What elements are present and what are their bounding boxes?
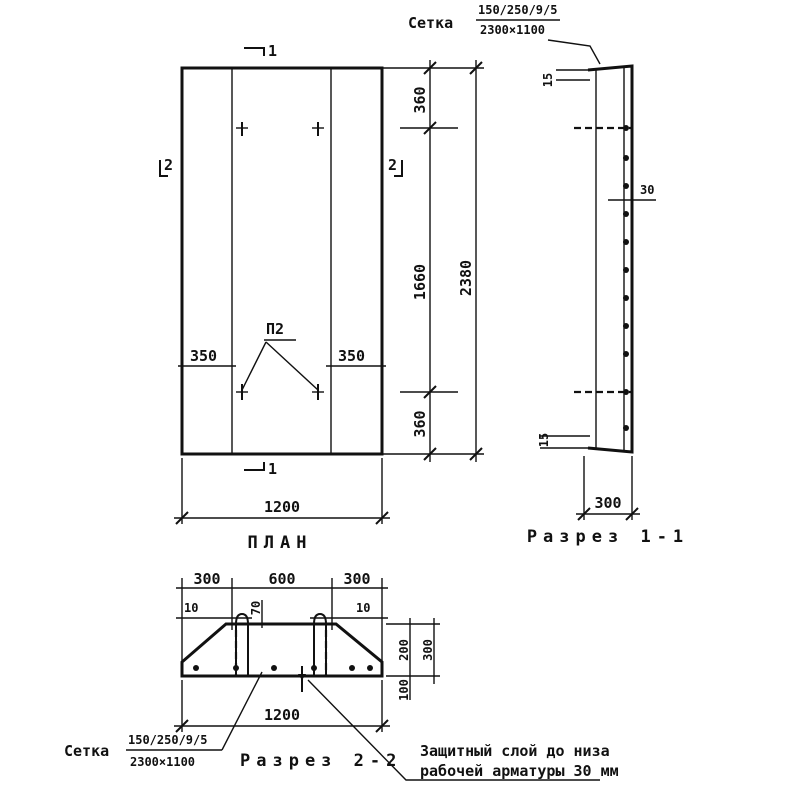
callout-leader-left (241, 341, 267, 391)
section-mark-1-bottom (244, 462, 265, 471)
cover-arrow-head (298, 674, 306, 680)
dim-30: 30 (640, 183, 654, 197)
rebar-dot (623, 351, 629, 357)
rebar-dot (623, 211, 629, 217)
plan-slab-outline (180, 66, 384, 456)
dim-350-right: 350 (338, 347, 365, 365)
note-line-1: Защитный слой до низа (420, 742, 610, 760)
rebar-dot (311, 665, 317, 671)
dim-350-left: 350 (190, 347, 217, 365)
dim-300-right: 300 (343, 570, 370, 588)
section-mark-2-left (159, 160, 168, 177)
tick (423, 385, 437, 399)
dim-1660: 1660 (411, 264, 429, 300)
mesh-denominator-bottom: 2300×1100 (130, 755, 195, 769)
tick (625, 507, 639, 521)
dim-10-right: 10 (356, 601, 370, 615)
tick (469, 61, 483, 75)
dim-1200-section: 1200 (264, 706, 300, 724)
rebar-dot (623, 425, 629, 431)
dim-1200-plan: 1200 (264, 498, 300, 516)
rebar-dot (193, 665, 199, 671)
rebar-dot (349, 665, 355, 671)
dim-600: 600 (268, 570, 295, 588)
section-mark-1-top-label: 1 (268, 42, 277, 60)
section-1-1-profile (587, 64, 634, 454)
note-leader (307, 679, 600, 781)
section-mark-2-left-label: 2 (164, 156, 173, 174)
tick (577, 507, 591, 521)
callout-leader-right (265, 341, 319, 391)
dim-300-section-1-1: 300 (594, 494, 621, 512)
dim-2380: 2380 (457, 260, 475, 296)
section-mark-1-bottom-label: 1 (268, 460, 277, 478)
mesh-label-top: Сетка 150/250/9/5 2300×1100 (408, 3, 601, 65)
dim-70: 70 (249, 601, 263, 615)
dim-200: 200 (397, 639, 411, 661)
rebar-dot (623, 155, 629, 161)
callout-p2: П2 (266, 320, 284, 338)
plan-view: 1 1 2 2 П2 350 350 360 1660 360 (159, 42, 484, 553)
tick (469, 447, 483, 461)
lifting-loop-left (235, 612, 249, 676)
dim-15-top: 15 (541, 73, 555, 87)
tick (423, 121, 437, 135)
rebar-dot (233, 665, 239, 671)
rebar-dot (367, 665, 373, 671)
dim-300-height: 300 (421, 639, 435, 661)
rebar-dot (623, 267, 629, 273)
lifting-loop-right (313, 612, 327, 676)
mesh-numerator-bottom: 150/250/9/5 (128, 733, 207, 747)
rebar-dot (623, 239, 629, 245)
tick (175, 719, 189, 733)
dim-10-left: 10 (184, 601, 198, 615)
rebar-dot (623, 389, 629, 395)
dim-360-bottom: 360 (411, 410, 429, 437)
dim-300-left: 300 (193, 570, 220, 588)
mesh-leader-bottom (221, 671, 263, 751)
section-mark-2-right-label: 2 (388, 156, 397, 174)
tick (375, 719, 389, 733)
plan-title: ПЛАН (248, 533, 313, 553)
section-mark-2-right (394, 160, 403, 177)
section-1-1-title: Разрез 1-1 (527, 527, 689, 547)
note-line-2: рабочей арматуры 30 мм (420, 762, 619, 780)
mesh-word-bottom: Сетка (64, 742, 109, 760)
section-mark-1-top (244, 47, 265, 56)
mesh-leader-line (547, 39, 601, 65)
rebar-dot (623, 125, 629, 131)
mesh-word: Сетка (408, 14, 453, 32)
tick (375, 511, 389, 525)
dim-100: 100 (397, 679, 411, 701)
tick (423, 447, 437, 461)
dim-360-top: 360 (411, 86, 429, 113)
section-2-2-title: Разрез 2-2 (240, 751, 402, 771)
section-1-1: 15 30 15 300 Разрез 1-1 (527, 64, 689, 547)
rebar-dot (271, 665, 277, 671)
tick (175, 511, 189, 525)
mesh-numerator: 150/250/9/5 (478, 3, 557, 17)
rebar-dot (623, 295, 629, 301)
rebar-dot (623, 183, 629, 189)
rebar-dot (623, 323, 629, 329)
section-2-2: 300 600 300 10 10 70 200 300 100 1200 Се… (64, 570, 619, 781)
tick (423, 61, 437, 75)
mesh-denominator: 2300×1100 (480, 23, 545, 37)
dim-15-bottom: 15 (537, 433, 551, 447)
